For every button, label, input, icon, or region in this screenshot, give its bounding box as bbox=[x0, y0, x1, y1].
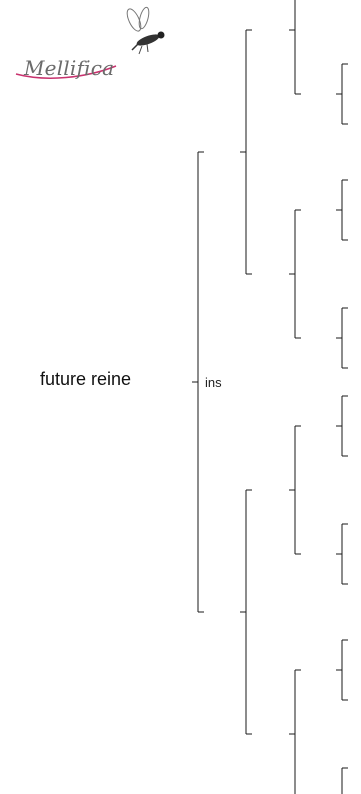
root-node-label: future reine bbox=[40, 369, 132, 389]
mellifica-logo: Mellifica bbox=[6, 2, 176, 102]
bee-icon bbox=[15, 6, 165, 79]
logo-wordmark: Mellifica bbox=[24, 56, 115, 80]
root-edge-label: ins bbox=[205, 375, 222, 390]
logo-swoosh bbox=[15, 65, 117, 79]
